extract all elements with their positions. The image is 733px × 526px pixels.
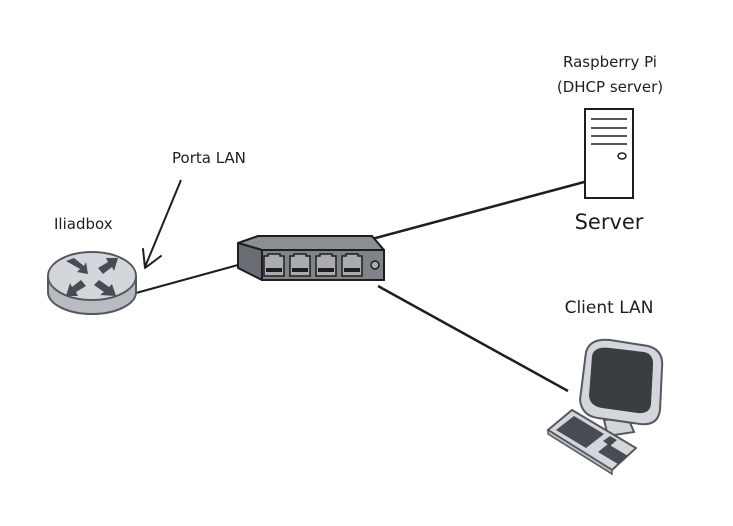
edge-switch-server bbox=[371, 179, 589, 241]
client-label: Client LAN bbox=[565, 298, 654, 318]
router-icon bbox=[47, 251, 137, 315]
lan-port-annotation: Porta LAN bbox=[172, 149, 246, 167]
router-label: Iliadbox bbox=[54, 215, 113, 233]
desktop-computer-icon bbox=[546, 338, 664, 476]
edge-switch-client bbox=[377, 284, 569, 393]
server-tower-icon bbox=[584, 108, 634, 199]
server-label-line1: Raspberry Pi bbox=[563, 53, 657, 71]
lan-port-arrow bbox=[142, 179, 182, 269]
server-label-line2: (DHCP server) bbox=[557, 78, 663, 96]
server-label-bottom: Server bbox=[575, 210, 644, 234]
switch-icon bbox=[237, 235, 385, 281]
edge-router-switch bbox=[135, 264, 239, 294]
